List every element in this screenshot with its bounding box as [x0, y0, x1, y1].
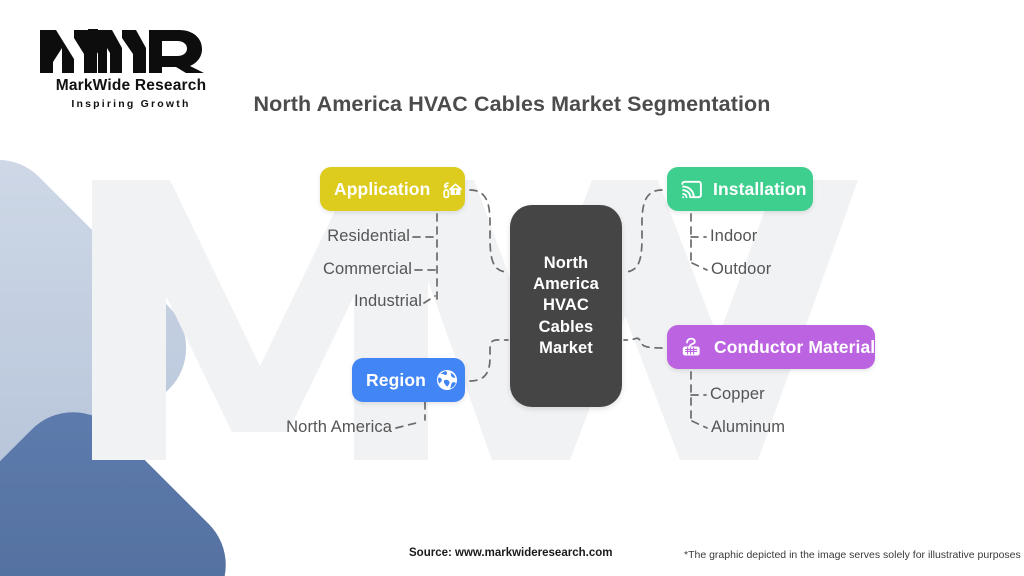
segment-badge-region[interactable]: Region [352, 358, 465, 402]
segment-badge-installation[interactable]: Installation [667, 167, 813, 211]
brand-logo: MarkWide Research Inspiring Growth [36, 26, 226, 110]
connector-conductor-aluminum [691, 420, 708, 429]
brand-watermark [92, 180, 858, 460]
brand-tagline: Inspiring Growth [71, 98, 191, 110]
leaf-region-north-america: North America [286, 418, 392, 436]
segment-badge-application[interactable]: Application [320, 167, 465, 211]
segment-badge-conductor-material[interactable]: Conductor Material [667, 325, 875, 369]
connector-region-center [469, 339, 509, 382]
leaf-application-industrial: Industrial [354, 292, 422, 310]
smart-home-icon [439, 177, 463, 201]
connector-installation-outdoor [691, 262, 708, 271]
segment-label-region: Region [366, 369, 426, 390]
connector-application-center [469, 189, 509, 273]
connector-installation-center [623, 189, 663, 273]
leaf-application-residential: Residential [327, 227, 410, 245]
segment-label-application: Application [334, 178, 431, 199]
leaf-application-commercial: Commercial [322, 260, 412, 278]
connector-conductor-center [623, 337, 663, 349]
brand-name: MarkWide Research [55, 77, 207, 94]
leaf-installation-indoor: Indoor [710, 227, 758, 245]
cast-screen-icon [679, 177, 704, 202]
source-credit: Source: www.markwideresearch.com [409, 547, 613, 559]
logo-mark-icon [40, 29, 204, 73]
leaf-installation-outdoor: Outdoor [711, 260, 772, 278]
segment-label-installation: Installation [713, 178, 807, 199]
disclaimer-note: *The graphic depicted in the image serve… [684, 549, 1021, 561]
center-hub-label: North America HVAC Cables Market [533, 254, 599, 357]
page-title: North America HVAC Cables Market Segment… [253, 92, 771, 116]
leaf-conductor-aluminum: Aluminum [711, 418, 786, 436]
connector-application-industrial [423, 295, 436, 304]
segment-label-conductor-material: Conductor Material [714, 336, 876, 357]
iron-appliance-icon [679, 334, 705, 360]
leaf-conductor-copper: Copper [710, 385, 765, 403]
connector-region-north-america [395, 421, 421, 429]
center-hub: North America HVAC Cables Market [510, 205, 622, 407]
globe-icon [435, 368, 459, 392]
